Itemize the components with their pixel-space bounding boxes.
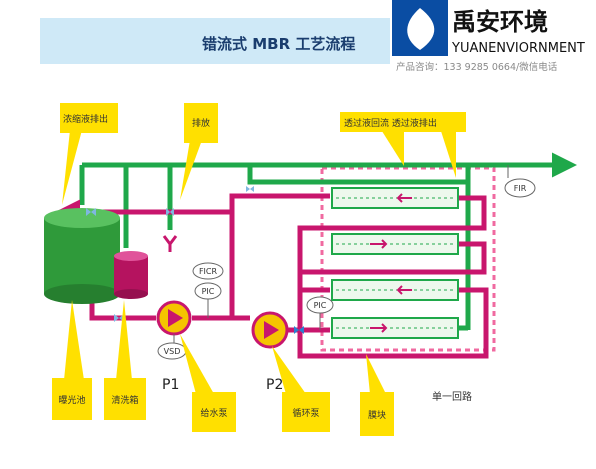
- valve-icon: [86, 208, 96, 216]
- pump-p2-arrow-icon: [264, 321, 279, 339]
- cleaning-tank-label: 清洗箱: [111, 394, 138, 406]
- water-drop-icon: [407, 8, 435, 50]
- callout-pointer: [62, 130, 82, 205]
- clean-tank-body: [114, 256, 148, 294]
- green-pipes: [79, 152, 577, 331]
- logo-en-text: YUANENVIORNMENT: [451, 41, 585, 56]
- tank-top: [44, 208, 120, 228]
- ficr-bubble: [192, 262, 224, 280]
- membrane-enclosure: [320, 166, 496, 352]
- drain-label: 排放: [192, 117, 210, 129]
- tank-body: [44, 218, 120, 294]
- callout-box: [360, 392, 394, 436]
- membrane-block-label: 膜块: [368, 409, 386, 421]
- clean-tank-top: [114, 251, 148, 261]
- fir-text: FIR: [514, 184, 527, 193]
- callout-pointer: [180, 334, 214, 394]
- callout-circulation-pump: 循环泵: [272, 346, 330, 432]
- feed-pump-label: 给水泵: [200, 407, 227, 419]
- callout-pointer: [366, 354, 386, 394]
- tank-bottom: [44, 284, 120, 304]
- fir-bubble: [504, 178, 536, 198]
- pump-p2: [251, 311, 289, 349]
- pic1-text: PIC: [202, 287, 215, 296]
- callout-box: [184, 103, 218, 143]
- ficr-text: FICR: [199, 267, 218, 276]
- callout-box: [104, 378, 146, 420]
- aeration-tank-label: 曝光池: [58, 394, 85, 406]
- page-title: 错流式 MBR 工艺流程: [202, 35, 355, 53]
- drain-funnel-icon: [162, 235, 178, 252]
- callout-box: [282, 392, 330, 432]
- callout-pointer: [180, 140, 202, 200]
- company-logo: 禹安环境 YUANENVIORNMENT: [392, 0, 585, 56]
- valve-icon: [114, 314, 124, 322]
- pump-p1: [156, 300, 192, 336]
- callout-pointer: [272, 346, 306, 394]
- loop-feed-riser: [229, 193, 330, 318]
- flow-left-arrow-icon: [396, 285, 412, 295]
- cleaning-tank: [114, 251, 148, 299]
- callout-box: [52, 378, 92, 420]
- concentrate-discharge-label: 浓缩液排出: [63, 113, 108, 125]
- callout-pointer: [380, 128, 404, 166]
- title-band: [40, 18, 390, 64]
- flow-right-arrow-icon: [370, 323, 388, 333]
- membrane-module-4: [331, 317, 459, 339]
- loop-connector-lower: [297, 241, 487, 330]
- instrument-fir: FIR: [504, 165, 536, 198]
- instrument-pic-2: PIC: [306, 296, 334, 330]
- callout-aeration-tank: 曝光池: [52, 300, 92, 420]
- pump-p2-label: P2: [266, 377, 283, 393]
- pump-p1-label: P1: [162, 377, 179, 393]
- valve-icon: [166, 208, 174, 216]
- pump-p1-arrow-icon: [168, 309, 183, 327]
- membrane-modules: [331, 187, 459, 339]
- instrument-pic-1: PIC: [194, 282, 222, 318]
- pic2-text: PIC: [314, 301, 327, 310]
- instrument-ficr: FICR: [192, 262, 224, 280]
- callout-permeate: 透过液回流 透过液排出: [340, 112, 466, 178]
- green-permeate-header: [247, 165, 468, 185]
- callout-feed-pump: 给水泵: [180, 334, 236, 432]
- membrane-module-3: [331, 279, 459, 301]
- callout-cleaning-tank: 清洗箱: [104, 300, 146, 420]
- callout-pointer: [440, 128, 456, 178]
- membrane-tube: [331, 187, 459, 209]
- valves: [86, 186, 304, 334]
- callout-box: [60, 103, 118, 133]
- circulation-pump-label: 循环泵: [292, 407, 319, 419]
- single-loop-label: 单一回路: [432, 390, 472, 403]
- contact-info: 产品咨询：133 9285 0664/微信电话: [396, 61, 558, 73]
- loop-return: [297, 287, 489, 359]
- callout-concentrate: 浓缩液排出: [60, 103, 118, 205]
- membrane-module-1: [331, 187, 459, 209]
- callout-pointer: [64, 300, 84, 380]
- logo-cn-text: 禹安环境: [452, 8, 548, 36]
- vsd-text: VSD: [164, 347, 181, 356]
- clean-tank-bottom: [114, 289, 148, 299]
- membrane-tube: [331, 233, 459, 255]
- membrane-tube: [331, 279, 459, 301]
- callout-box: [192, 392, 236, 432]
- membrane-module-2: [331, 233, 459, 255]
- callout-membrane-block: 膜块: [360, 354, 394, 436]
- permeate-label: 透过液回流 透过液排出: [344, 117, 437, 129]
- membrane-tube: [331, 317, 459, 339]
- flow-right-arrow-icon: [370, 239, 388, 249]
- valve-icon: [246, 186, 254, 192]
- callout-box: [340, 112, 466, 132]
- aeration-tank: [44, 208, 120, 304]
- flow-left-arrow-icon: [396, 193, 412, 203]
- callout-pointer: [116, 300, 132, 380]
- callout-drain: 排放: [180, 103, 218, 200]
- valve-icon: [294, 326, 304, 334]
- loop-connector-upper: [297, 195, 487, 293]
